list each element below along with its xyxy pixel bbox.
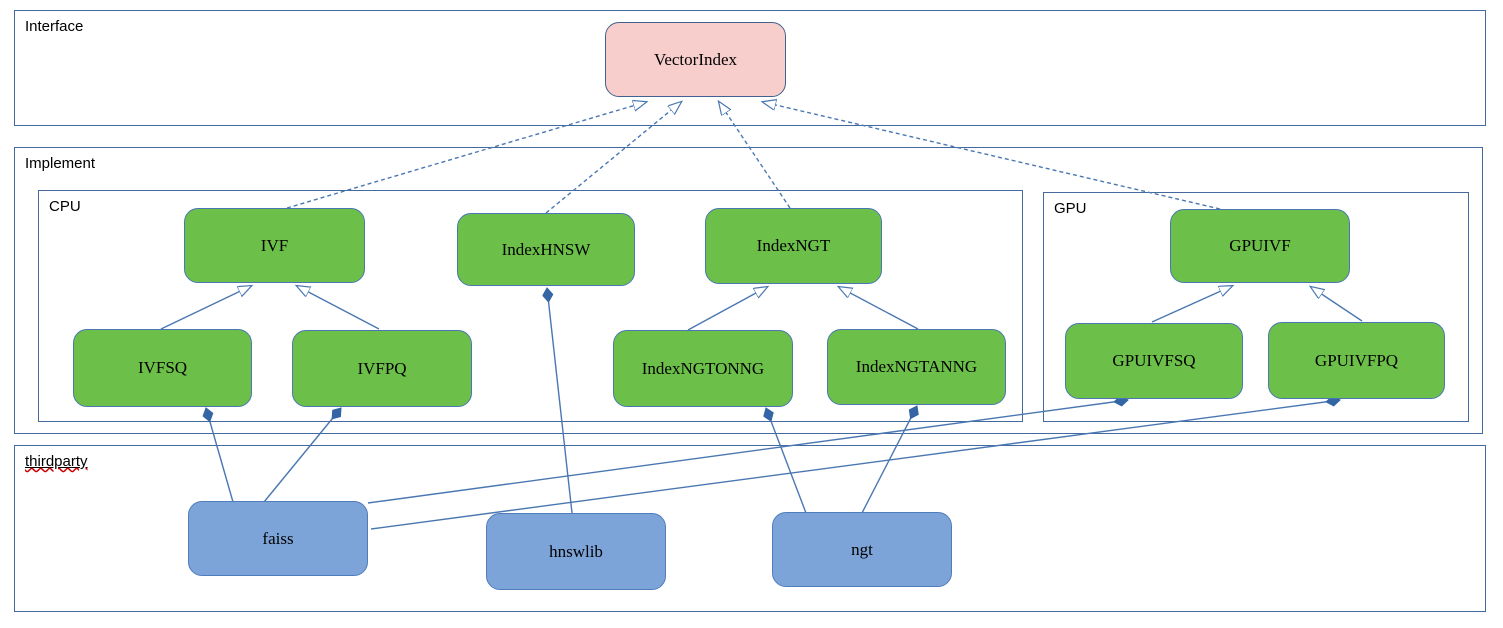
node-faiss-label: faiss (262, 528, 294, 548)
edge-faiss-gpuivfpq (370, 400, 1340, 530)
node-indexhnsw-label: IndexHNSW (501, 239, 591, 259)
interface-container: Interface (14, 10, 1486, 126)
edge-indexhnsw-vectorindex (545, 102, 681, 214)
node-ivfpq-label: IVFPQ (357, 358, 407, 378)
node-hnswlib-label: hnswlib (549, 541, 603, 561)
node-gpuivfpq-label: GPUIVFPQ (1314, 350, 1399, 370)
edge-ivfpq-ivf (297, 286, 380, 330)
node-ngt: ngt (772, 512, 952, 587)
implement-container-label: Implement (25, 155, 96, 172)
node-ivfsq-label: IVFSQ (137, 358, 188, 377)
node-gpuivfsq: GPUIVFSQ (1065, 323, 1243, 399)
edge-faiss-ivfsq (206, 408, 234, 503)
node-indexngtonng-label: IndexNGTONNG (641, 358, 765, 378)
node-gpuivfpq: GPUIVFPQ (1268, 322, 1445, 399)
edge-indexngt-vectorindex (719, 102, 791, 209)
node-gpuivf: GPUIVF (1170, 209, 1350, 283)
edge-hnswlib-indexhnsw (547, 288, 573, 514)
edge-faiss-ivfpq (263, 408, 341, 503)
thirdparty-container-label-text: thirdparty (25, 453, 88, 470)
node-ngt-label: ngt (851, 539, 873, 559)
node-vectorindex: VectorIndex (605, 22, 786, 97)
node-faiss: faiss (188, 501, 368, 576)
edge-ivfsq-ivf (160, 286, 251, 330)
edge-indexngtanng-indexngt (839, 287, 919, 330)
edge-ngt-indexngtonng (766, 408, 807, 514)
edge-faiss-gpuivfsq (367, 400, 1128, 504)
thirdparty-container: thirdparty (14, 445, 1486, 612)
node-ivfsq: IVFSQ (73, 329, 252, 407)
node-gpuivfsq-label: GPUIVFSQ (1112, 351, 1196, 370)
node-indexngtanng: IndexNGTANNG (827, 329, 1006, 405)
node-indexngtonng: IndexNGTONNG (613, 330, 793, 407)
node-indexngt: IndexNGT (705, 208, 882, 284)
node-vectorindex-label: VectorIndex (653, 49, 738, 69)
edge-gpuivf-vectorindex (763, 102, 1221, 210)
gpu-container-label: GPU (1054, 200, 1087, 217)
edge-gpuivfpq-gpuivf (1311, 287, 1363, 322)
node-indexngtanng-label: IndexNGTANNG (855, 357, 978, 376)
node-hnswlib: hnswlib (486, 513, 666, 590)
gpu-container: GPU (1043, 192, 1469, 422)
cpu-container: CPU (38, 190, 1023, 422)
implement-container: Implement (14, 147, 1483, 434)
edge-ivf-vectorindex (286, 102, 646, 209)
thirdparty-container-label: thirdparty (25, 453, 88, 470)
node-indexhnsw: IndexHNSW (457, 213, 635, 286)
cpu-container-label: CPU (49, 198, 81, 215)
node-ivf: IVF (184, 208, 365, 283)
edge-gpuivfsq-gpuivf (1151, 286, 1232, 323)
edge-indexngtonng-indexngt (687, 287, 767, 331)
node-gpuivf-label: GPUIVF (1229, 236, 1291, 255)
node-ivf-label: IVF (260, 235, 289, 255)
node-indexngt-label: IndexNGT (756, 236, 831, 255)
node-ivfpq: IVFPQ (292, 330, 472, 407)
interface-container-label: Interface (25, 18, 84, 35)
